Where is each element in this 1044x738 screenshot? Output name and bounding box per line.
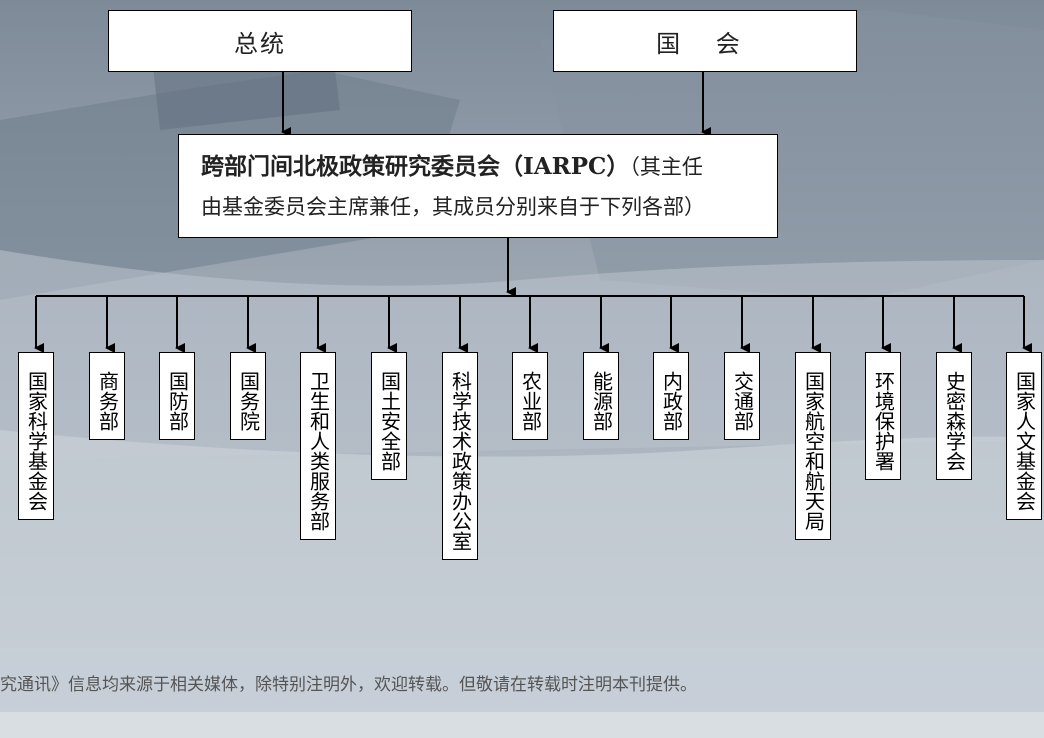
department-label: 国家科学基金会 bbox=[24, 371, 49, 511]
footer-text: 究通讯》信息均来源于相关媒体，除特别注明外，欢迎转载。但敬请在转载时注明本刊提供… bbox=[0, 675, 697, 695]
department-label: 史密森学会 bbox=[942, 371, 967, 471]
department-box: 国家科学基金会 bbox=[18, 352, 54, 520]
department-box: 史密森学会 bbox=[936, 352, 972, 480]
congress-label: 国 会 bbox=[656, 29, 754, 58]
department-label: 环境保护署 bbox=[871, 371, 896, 471]
department-box: 科学技术政策办公室 bbox=[442, 352, 478, 560]
iarpc-name: 跨部门间北极政策研究委员会（IARPC） bbox=[201, 153, 630, 180]
department-box: 农业部 bbox=[512, 352, 548, 440]
department-box: 国防部 bbox=[159, 352, 195, 440]
iarpc-note-1: （其主任 bbox=[629, 155, 703, 179]
department-label: 国务院 bbox=[236, 371, 261, 431]
department-label: 能源部 bbox=[589, 371, 614, 431]
department-box: 国家航空和航天局 bbox=[795, 352, 831, 540]
department-label: 科学技术政策办公室 bbox=[448, 371, 473, 551]
department-label: 国家人文基金会 bbox=[1012, 371, 1037, 511]
department-label: 国防部 bbox=[165, 371, 190, 431]
department-box: 内政部 bbox=[653, 352, 689, 440]
department-label: 国土安全部 bbox=[377, 371, 402, 471]
department-label: 农业部 bbox=[518, 371, 543, 431]
iarpc-note-2: 由基金委员会主席兼任，其成员分别来自于下列各部） bbox=[201, 195, 705, 219]
department-box: 国家人文基金会 bbox=[1006, 352, 1042, 520]
department-box: 国土安全部 bbox=[371, 352, 407, 480]
department-box: 国务院 bbox=[230, 352, 266, 440]
department-label: 国家航空和航天局 bbox=[801, 371, 826, 531]
department-box: 卫生和人类服务部 bbox=[300, 352, 336, 540]
department-box: 环境保护署 bbox=[865, 352, 901, 480]
department-box: 能源部 bbox=[583, 352, 619, 440]
department-box: 商务部 bbox=[89, 352, 125, 440]
department-label: 交通部 bbox=[730, 371, 755, 431]
department-box: 交通部 bbox=[724, 352, 760, 440]
department-label: 卫生和人类服务部 bbox=[306, 371, 331, 531]
box-congress: 国 会 bbox=[553, 10, 857, 72]
box-iarpc: 跨部门间北极政策研究委员会（IARPC）（其主任 由基金委员会主席兼任，其成员分… bbox=[178, 134, 778, 238]
president-label: 总统 bbox=[234, 29, 286, 58]
footer-strip bbox=[0, 648, 1044, 712]
department-label: 商务部 bbox=[95, 371, 120, 431]
department-label: 内政部 bbox=[659, 371, 684, 431]
box-president: 总统 bbox=[108, 10, 412, 72]
